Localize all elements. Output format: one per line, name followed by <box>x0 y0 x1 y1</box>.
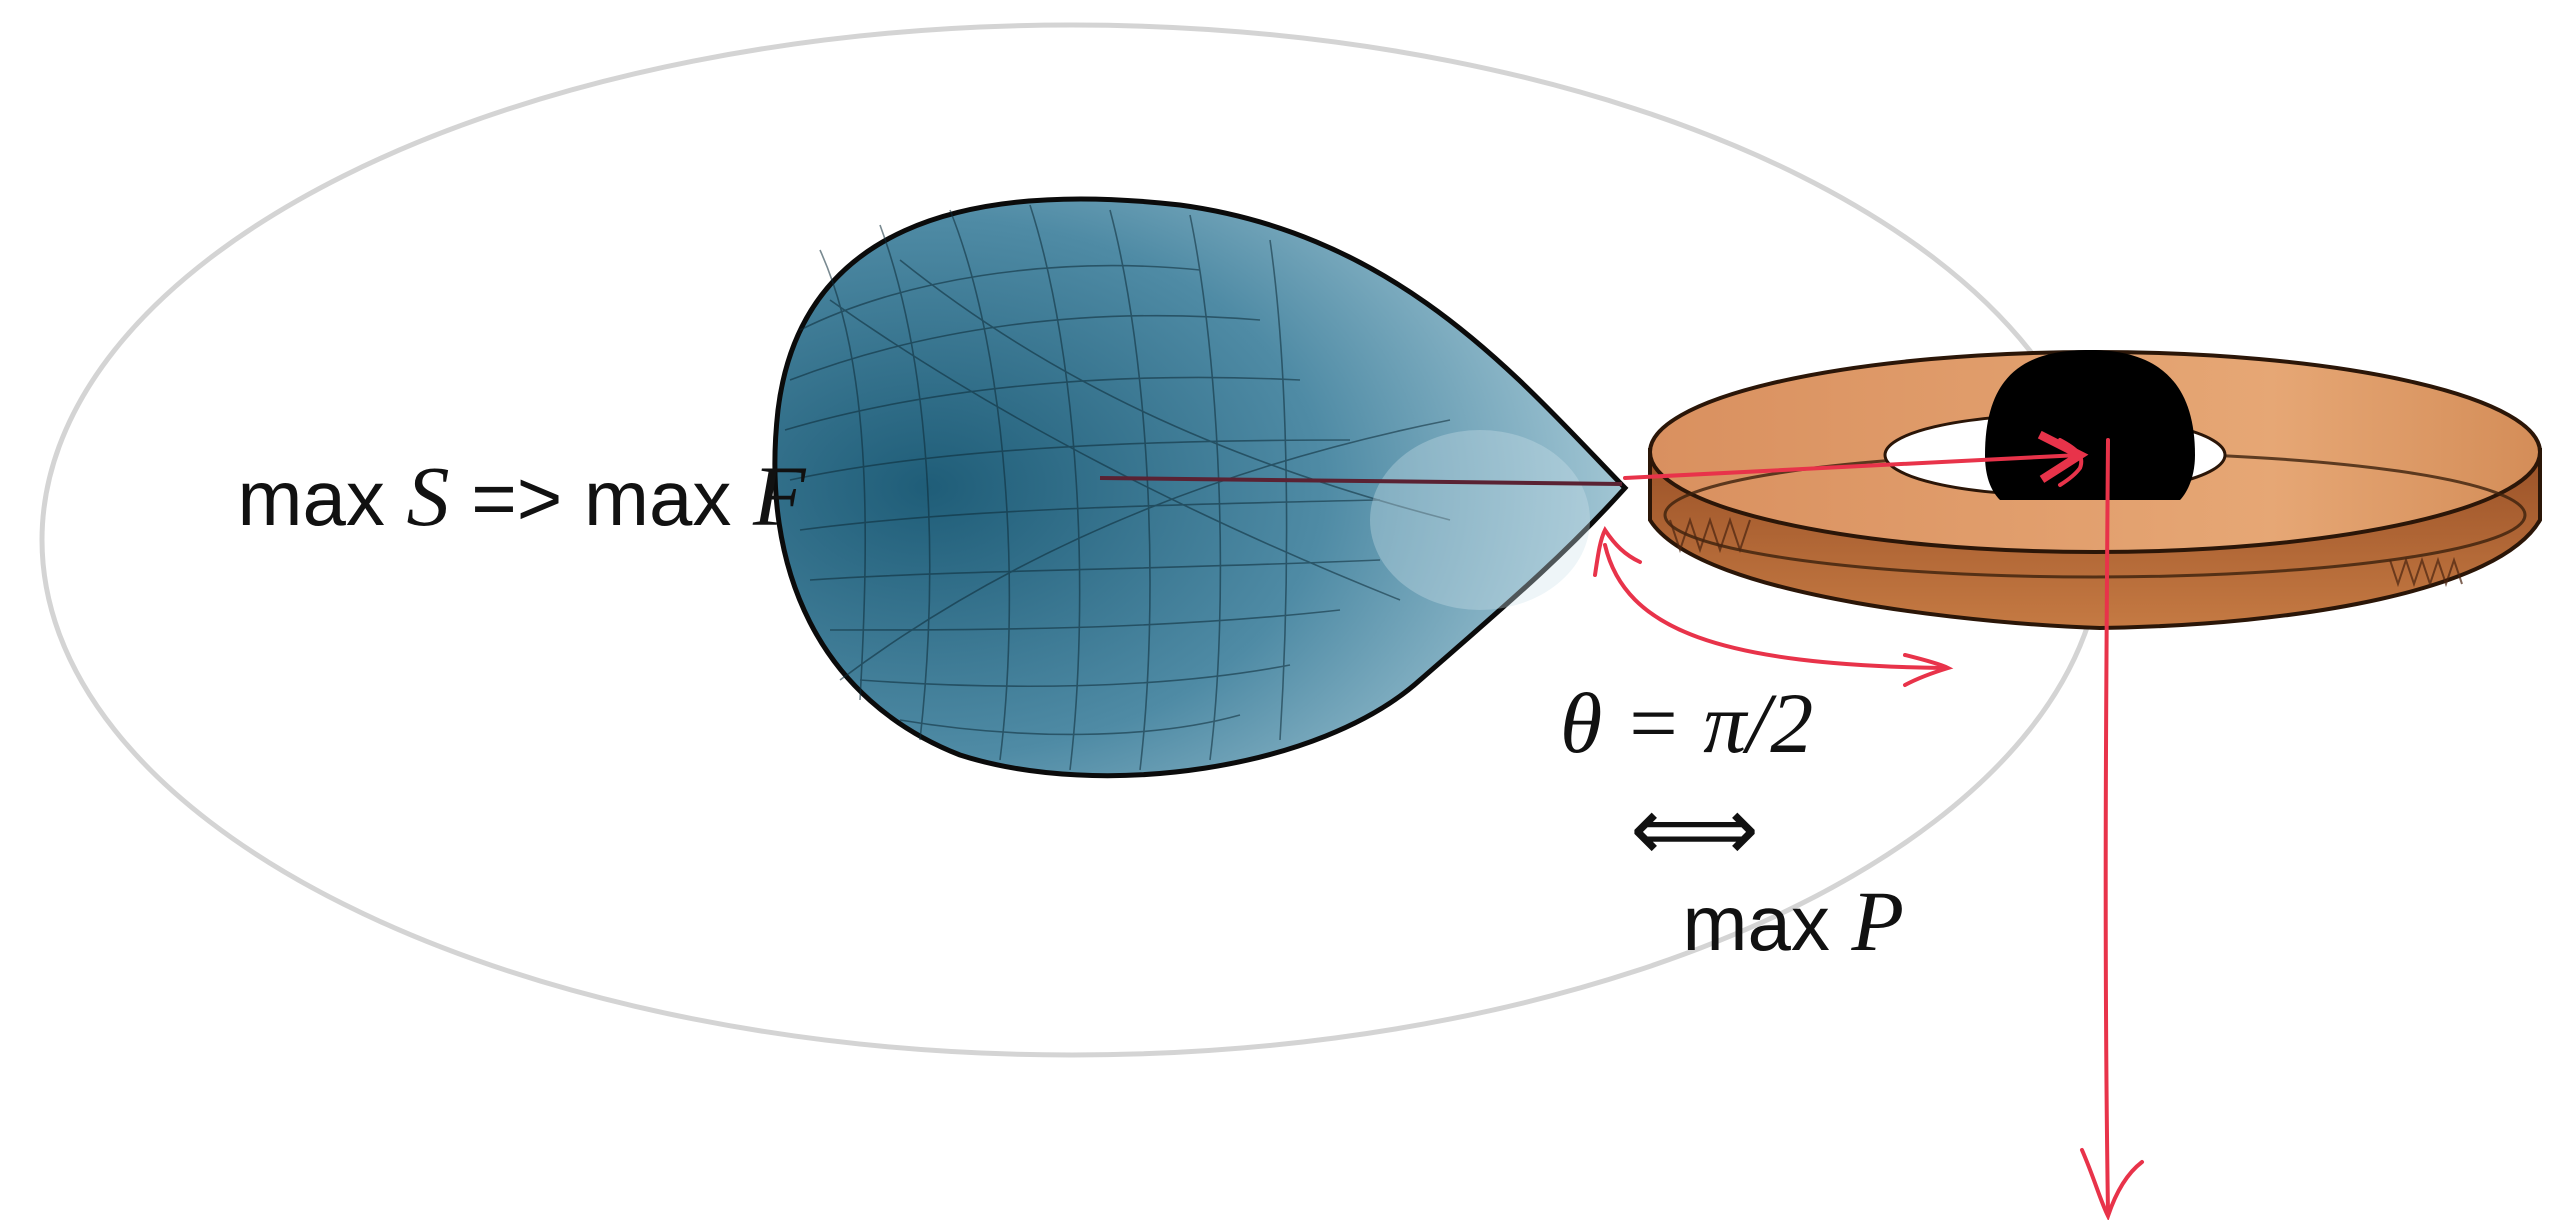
angle-arc-head-right <box>1905 655 1948 685</box>
equivalence-arrow-icon: ⟺ <box>1630 777 1759 882</box>
label-left-var2: F <box>752 448 807 544</box>
black-hole-icon <box>1985 350 2195 500</box>
teardrop-star-icon <box>775 199 1625 776</box>
label-max-p: max P <box>1585 873 1963 969</box>
label-max-s-max-f: max S => max F <box>140 448 864 544</box>
label-bottom-var: P <box>1851 873 1905 969</box>
label-bottom-prefix: max <box>1683 879 1852 967</box>
angle-arc-head-left <box>1595 530 1640 575</box>
label-left-prefix: max <box>238 454 407 542</box>
label-angle: θ = π/2 <box>1560 675 1813 771</box>
label-left-mid: => max <box>450 454 753 542</box>
observer-arrow <box>2106 440 2108 1213</box>
observer-arrowhead <box>2082 1150 2142 1216</box>
label-left-var1: S <box>407 448 450 544</box>
